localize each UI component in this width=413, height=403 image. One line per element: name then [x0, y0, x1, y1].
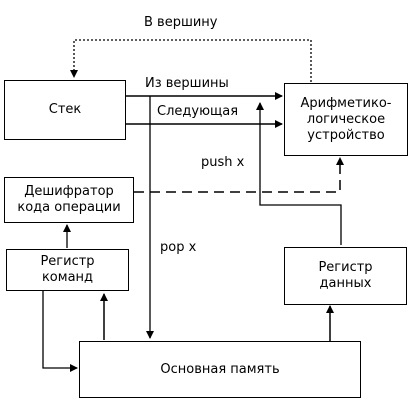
to-top-text: В вершину — [144, 15, 218, 30]
command-register-label: Регистр команд — [40, 254, 95, 285]
data-register-label: Регистр данных — [318, 260, 373, 291]
push-line — [256, 102, 342, 245]
decoder-block: Дешифратор кода операции — [4, 177, 134, 223]
cmd-to-memory-line — [42, 291, 78, 372]
alu-label: Арифметико- логическое устройство — [300, 95, 392, 143]
main-memory-label: Основная память — [160, 361, 280, 377]
to-top-line — [70, 39, 312, 82]
stack-label: Стек — [48, 102, 82, 117]
push-text: push x — [201, 155, 245, 170]
command-register-block: Регистр команд — [6, 249, 129, 291]
decoder-label: Дешифратор кода операции — [17, 184, 121, 215]
from-top-text: Из вершины — [145, 76, 229, 91]
decoder-to-alu-line — [134, 157, 344, 193]
next-text: Следующая — [157, 104, 239, 119]
alu-block: Арифметико- логическое устройство — [284, 83, 408, 156]
stack-block: Стек — [4, 80, 126, 140]
main-memory-block: Основная память — [79, 341, 361, 398]
pop-text: pop x — [160, 240, 197, 255]
data-register-block: Регистр данных — [284, 247, 407, 305]
